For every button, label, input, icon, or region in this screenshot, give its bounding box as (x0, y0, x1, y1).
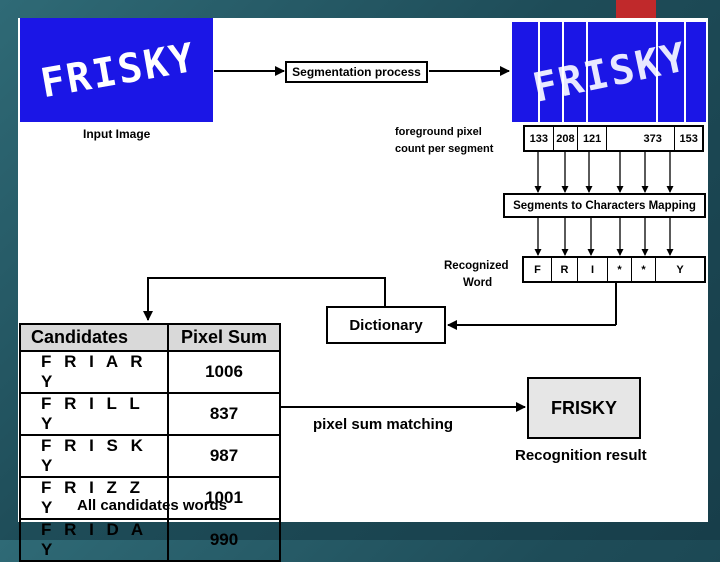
candidate-word: F R I L L Y (19, 392, 169, 436)
recognized-caption-line2: Word (463, 277, 493, 289)
table-row: F R I A R Y 1006 (19, 350, 281, 394)
candidate-pixel-sum: 1006 (167, 350, 281, 394)
pixel-count-cell: 153 (679, 132, 698, 145)
table-row: F R I Z Z Y 1001 (19, 476, 281, 520)
segment-divider (656, 22, 658, 122)
pixel-count-caption-line2: count per segment (395, 143, 494, 155)
corner-accent (616, 0, 656, 18)
dictionary-box: Dictionary (326, 306, 446, 344)
table-row: F R I S K Y 987 (19, 434, 281, 478)
segment-divider (586, 22, 588, 122)
segmented-image: FRISKY (512, 22, 706, 122)
pixel-count-cell: 133 (525, 127, 554, 150)
candidates-header: Candidates (19, 323, 169, 352)
connector-arrows (143, 66, 674, 412)
recognized-caption-line1: Recognized (444, 260, 509, 272)
pixel-count-cell: 373 (607, 127, 676, 150)
pixel-count-caption-line1: foreground pixel (395, 126, 482, 138)
recognized-char-cell: R (552, 258, 578, 281)
recognition-result-box: FRISKY (527, 377, 641, 439)
recognized-char-cell: F (524, 258, 552, 281)
recognized-char-cell: Y (676, 263, 684, 276)
recognition-result-value: FRISKY (550, 397, 617, 418)
segment-divider (538, 22, 540, 122)
recognized-char-cell: I (578, 258, 608, 281)
candidates-table: Candidates Pixel Sum F R I A R Y 1006 F … (19, 323, 281, 562)
segment-divider (562, 22, 564, 122)
segment-divider (684, 22, 686, 122)
mapping-box: Segments to Characters Mapping (503, 193, 706, 218)
recognized-char-cell: * (608, 258, 632, 281)
candidate-pixel-sum: 837 (167, 392, 281, 436)
segmentation-process-box: Segmentation process (285, 61, 428, 83)
candidate-pixel-sum: 987 (167, 434, 281, 478)
recognized-char-cell: * (632, 258, 656, 281)
recognition-result-caption: Recognition result (515, 447, 647, 464)
candidates-caption: All candidates words (77, 497, 228, 514)
candidate-word: F R I A R Y (19, 350, 169, 394)
table-row: F R I L L Y 837 (19, 392, 281, 436)
recognized-word-row: F R I * * Y (522, 256, 706, 283)
pixel-count-row: 133 208 121 373 153 (523, 125, 704, 152)
mapping-label: Segments to Characters Mapping (513, 199, 696, 212)
dictionary-label: Dictionary (349, 316, 423, 334)
arrow-dictionary-to-candidates (143, 277, 386, 321)
pixel-count-cell: 121 (578, 127, 607, 150)
pixel-count-cell: 208 (554, 127, 579, 150)
matching-label: pixel sum matching (313, 416, 454, 433)
input-image-caption: Input Image (83, 127, 151, 141)
candidate-word: F R I Z Z Y (19, 476, 169, 520)
segmentation-process-label: Segmentation process (292, 65, 421, 79)
candidates-header-row: Candidates Pixel Sum (19, 323, 281, 352)
pixel-sum-header: Pixel Sum (167, 323, 281, 352)
input-image: FRISKY (20, 18, 213, 122)
candidate-pixel-sum: 1001 (167, 476, 281, 520)
candidate-word: F R I S K Y (19, 434, 169, 478)
